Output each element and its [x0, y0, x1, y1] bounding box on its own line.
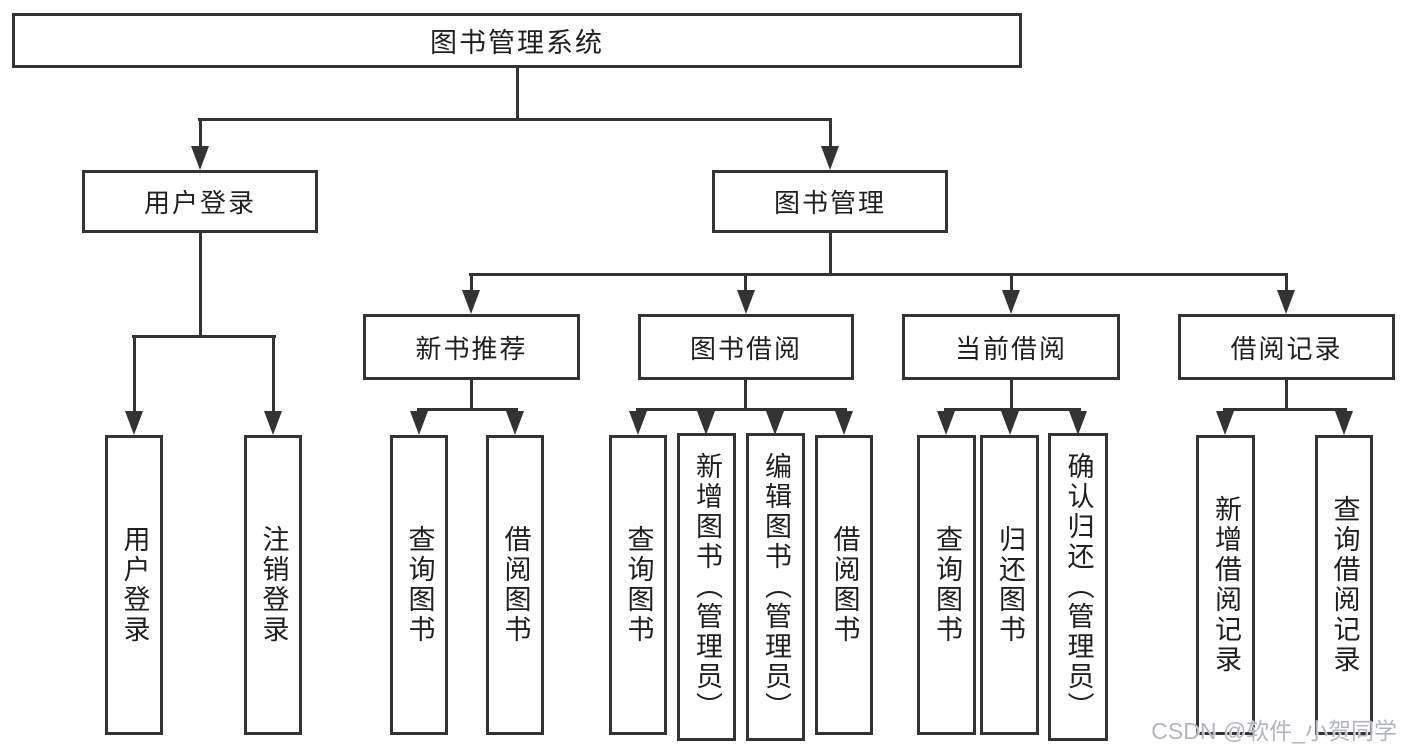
- leaf-newbook-borrow: 借阅图书: [486, 435, 544, 735]
- connector-newbook-drop: [470, 273, 473, 292]
- connector-mgmt-stem: [829, 233, 832, 276]
- arrowhead-current-child3: [1069, 411, 1087, 435]
- connector-level2-rail: [469, 273, 1288, 276]
- arrowhead-current-child2: [1001, 411, 1019, 435]
- node-root: 图书管理系统: [12, 13, 1022, 68]
- leaf-borrow-query-label: 查询图书: [623, 525, 654, 645]
- leaf-newbook-borrow-label: 借阅图书: [500, 525, 531, 645]
- csdn-watermark: CSDN @软件_小贺同学: [1151, 718, 1397, 744]
- arrowhead-borrow-child2: [697, 411, 715, 435]
- leaf-user-login-action: 用户登录: [105, 435, 163, 735]
- node-borrow-records: 借阅记录: [1178, 314, 1395, 380]
- node-book-borrow: 图书借阅: [638, 314, 854, 380]
- leaf-logout: 注销登录: [244, 435, 302, 735]
- node-book-mgmt: 图书管理: [712, 170, 948, 233]
- connector-mgmt-drop: [829, 118, 832, 148]
- node-new-book-rec: 新书推荐: [363, 314, 580, 380]
- arrowhead-to-borrow: [737, 290, 755, 314]
- leaf-records-query: 查询借阅记录: [1315, 435, 1373, 735]
- connector-newbook-stem: [470, 378, 473, 411]
- leaf-borrow-add-admin: 新增图书（管理员）: [677, 433, 736, 741]
- connector-records-drop: [1285, 273, 1288, 292]
- node-current-borrow-label: 当前借阅: [954, 333, 1067, 364]
- arrowhead-to-newbook: [462, 290, 480, 314]
- leaf-current-query-label: 查询图书: [932, 525, 962, 645]
- leaf-current-query: 查询图书: [917, 435, 976, 735]
- arrowhead-to-records: [1277, 290, 1295, 314]
- arrowhead-to-user-login: [191, 146, 209, 170]
- connector-records-stem: [1285, 378, 1288, 411]
- arrowhead-to-book-mgmt: [821, 146, 839, 170]
- leaf-current-return-label: 归还图书: [995, 525, 1025, 645]
- arrowhead-newbook-child2: [506, 411, 524, 435]
- connector-newbook-rail: [417, 408, 518, 411]
- leaf-borrow-add-admin-label: 新增图书（管理员）: [692, 452, 722, 722]
- connector-login-stem: [199, 233, 202, 338]
- node-book-mgmt-label: 图书管理: [773, 188, 886, 218]
- leaf-logout-label: 注销登录: [258, 525, 289, 645]
- arrowhead-current-child1: [937, 411, 955, 435]
- leaf-borrow-borrow: 借阅图书: [815, 435, 873, 735]
- connector-login-rail: [132, 335, 276, 338]
- node-current-borrow: 当前借阅: [902, 314, 1120, 380]
- leaf-current-return: 归还图书: [980, 435, 1039, 735]
- leaf-records-add: 新增借阅记录: [1196, 435, 1255, 735]
- leaf-newbook-query: 查询图书: [390, 435, 448, 735]
- connector-login-child1-drop: [133, 335, 136, 413]
- arrowhead-records-child2: [1335, 411, 1353, 435]
- connector-borrow-stem: [744, 378, 747, 411]
- leaf-records-add-label: 新增借阅记录: [1211, 495, 1241, 675]
- connector-level1-rail: [198, 118, 832, 121]
- node-book-borrow-label: 图书借阅: [689, 333, 802, 364]
- connector-login-drop: [199, 118, 202, 148]
- connector-root-stem: [516, 66, 519, 120]
- connector-borrow-rail: [636, 408, 847, 411]
- arrowhead-borrow-child3: [766, 411, 784, 435]
- leaf-borrow-borrow-label: 借阅图书: [829, 525, 860, 645]
- node-new-book-rec-label: 新书推荐: [415, 333, 528, 364]
- leaf-records-query-label: 查询借阅记录: [1329, 495, 1360, 675]
- arrowhead-to-leaf-login: [125, 411, 143, 435]
- connector-current-drop: [1010, 273, 1013, 292]
- leaf-borrow-edit-admin: 编辑图书（管理员）: [746, 433, 805, 741]
- arrowhead-newbook-child1: [410, 411, 428, 435]
- arrowhead-borrow-child4: [835, 411, 853, 435]
- node-root-label: 图书管理系统: [430, 28, 604, 58]
- arrowhead-to-leaf-logout: [264, 411, 282, 435]
- leaf-borrow-edit-admin-label: 编辑图书（管理员）: [761, 452, 791, 722]
- node-borrow-records-label: 借阅记录: [1230, 333, 1343, 364]
- leaf-newbook-query-label: 查询图书: [404, 525, 435, 645]
- connector-current-stem: [1010, 378, 1013, 411]
- node-user-login: 用户登录: [82, 170, 318, 233]
- connector-borrow-drop: [744, 273, 747, 292]
- leaf-current-confirm-admin-label: 确认归还（管理员）: [1063, 452, 1094, 722]
- arrowhead-to-current: [1002, 290, 1020, 314]
- node-user-login-label: 用户登录: [143, 188, 256, 218]
- arrowhead-borrow-child1: [629, 411, 647, 435]
- connector-login-child2-drop: [272, 335, 275, 413]
- arrowhead-records-child1: [1216, 411, 1234, 435]
- connector-current-rail: [944, 408, 1081, 411]
- leaf-borrow-query: 查询图书: [609, 435, 667, 735]
- leaf-current-confirm-admin: 确认归还（管理员）: [1048, 433, 1108, 741]
- connector-records-rail: [1223, 408, 1347, 411]
- leaf-user-login-action-label: 用户登录: [119, 525, 150, 645]
